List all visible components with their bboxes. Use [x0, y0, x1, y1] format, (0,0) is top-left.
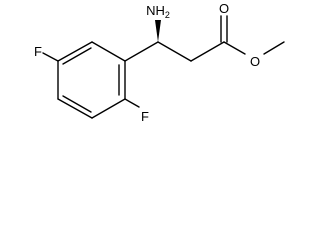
- bond-stereocenter-to-ch2: [157, 41, 192, 62]
- bond-ester-oxygen-to-methyl: [263, 41, 285, 55]
- fluorine-meta-label: F: [34, 44, 42, 59]
- bond-ring-to-stereocenter: [124, 41, 159, 62]
- bond-ring-to-fluorine-ortho: [124, 98, 140, 108]
- ester-oxygen-label: O: [250, 54, 260, 69]
- fluorine-ortho-label: F: [141, 109, 149, 124]
- ring-bond-c4-c5-inner: [62, 95, 92, 113]
- bond-carbonyl-to-ester-oxygen: [223, 41, 246, 55]
- bond-ch2-to-carbonyl: [190, 41, 225, 62]
- ring-bond-c5-c6: [91, 98, 126, 119]
- carbonyl-oxygen-label: O: [219, 1, 229, 16]
- amino-label: NH2: [146, 3, 170, 20]
- molecule-structure: NH2 O O F F: [34, 1, 285, 124]
- ring-bond-c2-c3: [57, 41, 93, 62]
- ring-bond-c1-c2: [91, 41, 126, 62]
- wedge-bond-stereocenter-to-amino: [155, 20, 161, 42]
- bond-ring-to-fluorine-meta: [42, 52, 59, 62]
- benzene-ring: [57, 41, 126, 119]
- ring-bond-c4-c5: [57, 98, 93, 119]
- ring-bond-c2-c3-inner: [62, 47, 92, 65]
